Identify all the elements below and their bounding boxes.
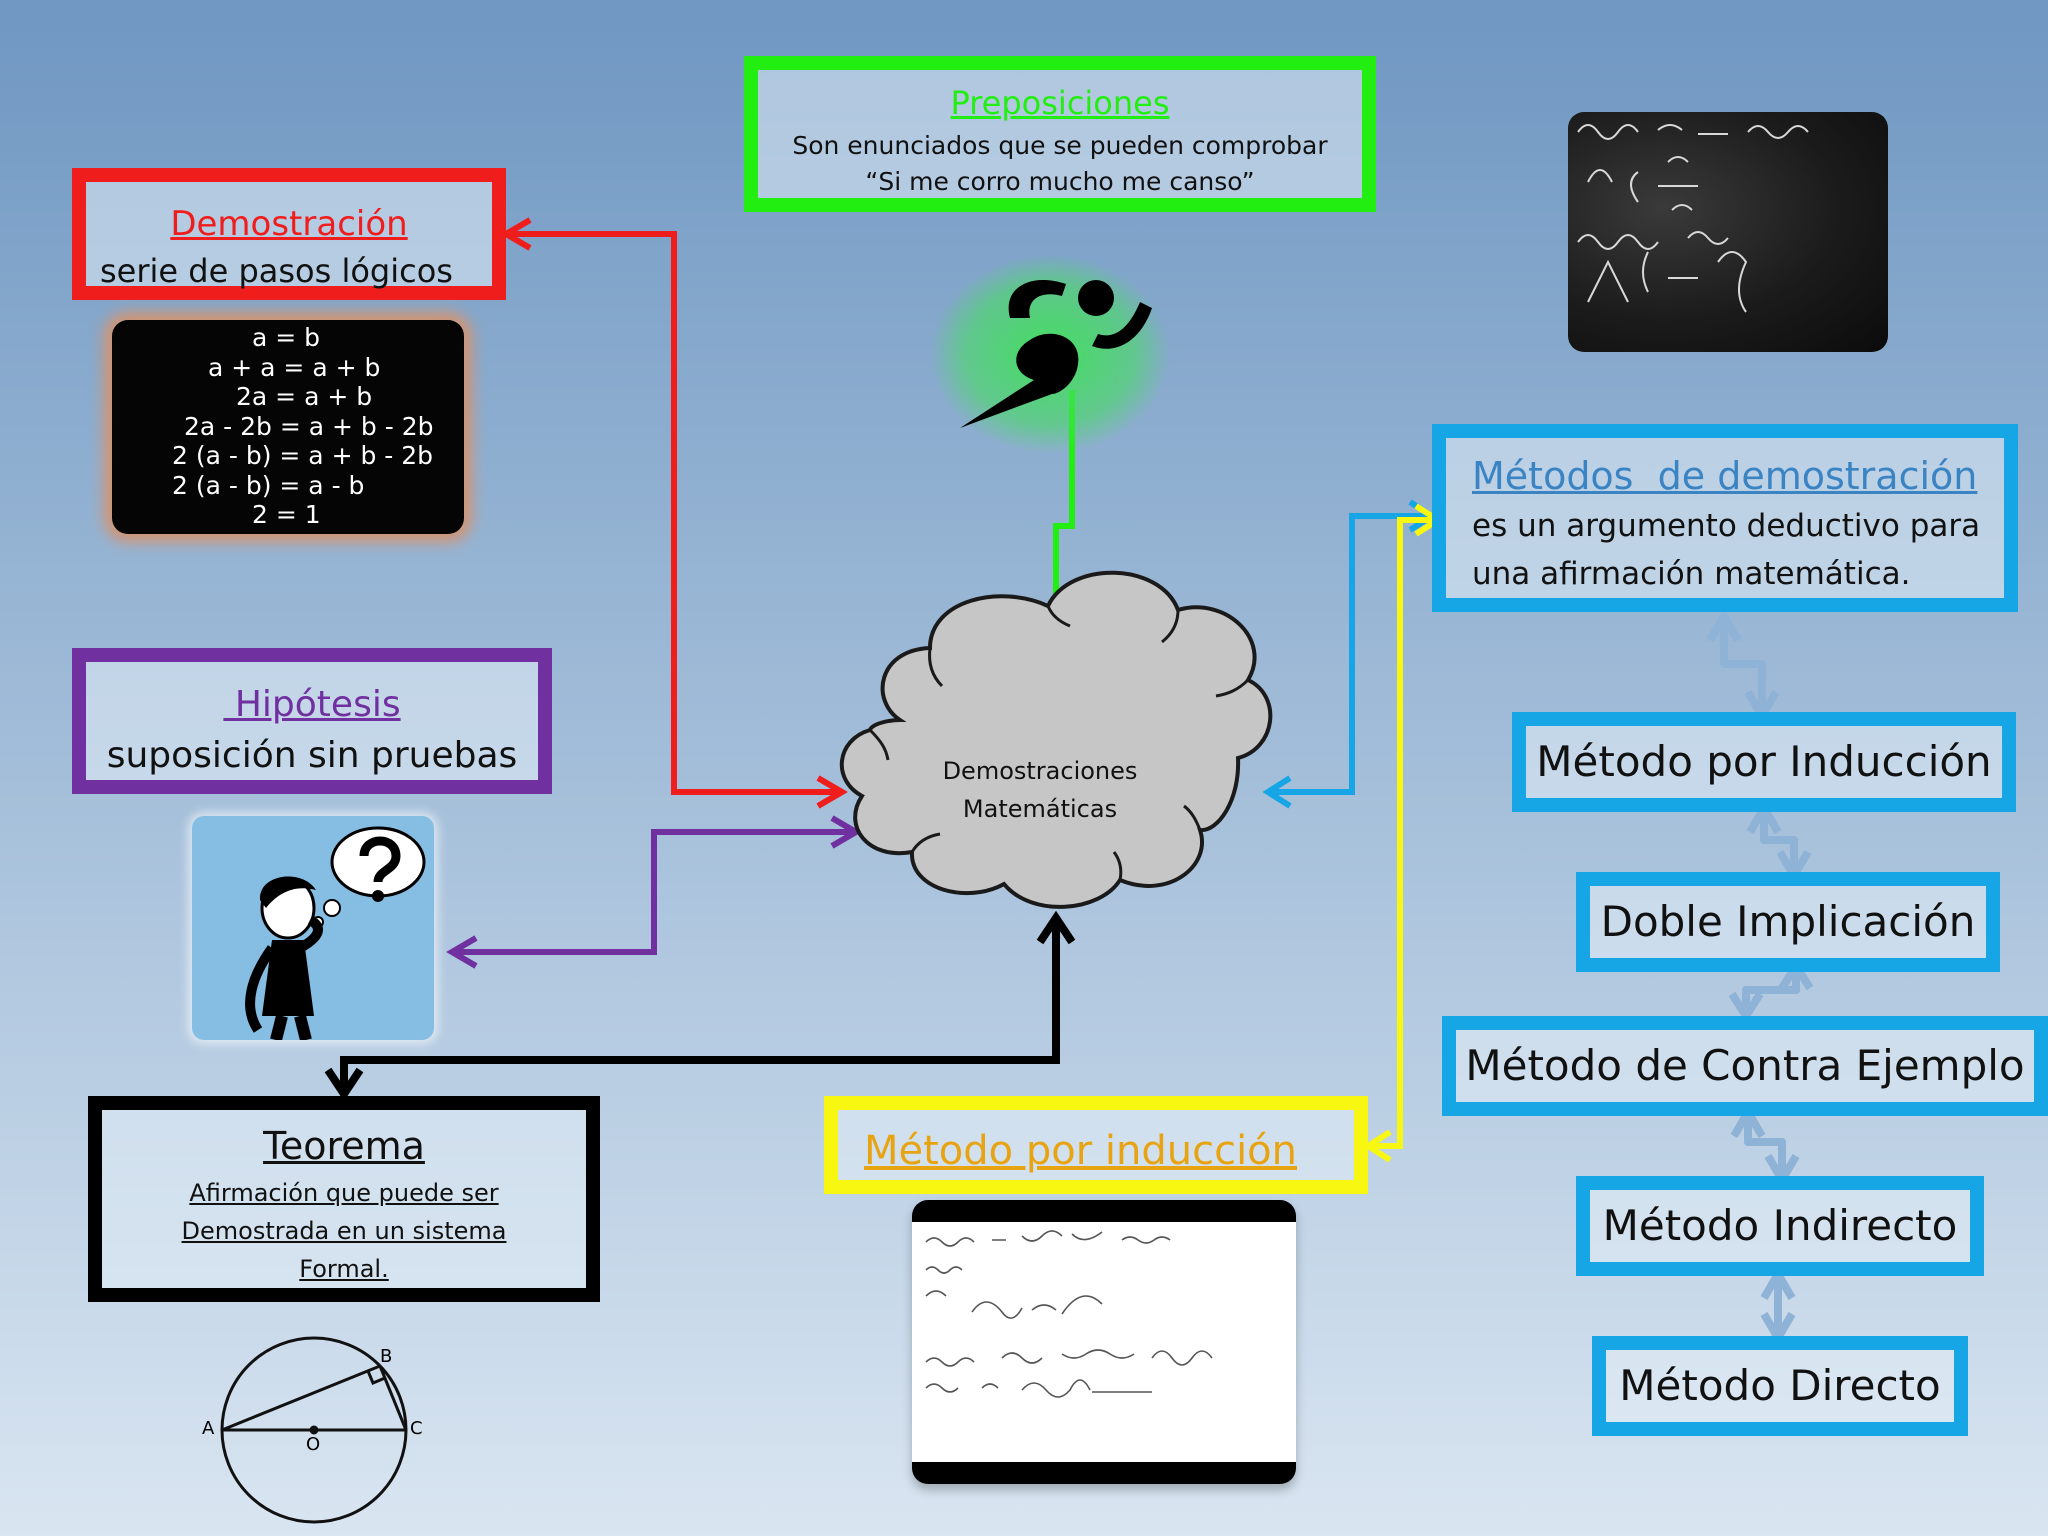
purple-connector <box>446 815 862 969</box>
equation-line: a = b <box>252 323 321 352</box>
metodos-demostracion-line1: es un argumento deductivo para <box>1472 508 1981 544</box>
handwritten-board-image <box>912 1200 1296 1484</box>
hipotesis-subtitle: suposición sin pruebas <box>106 735 518 776</box>
point-label-b: B <box>380 1346 393 1367</box>
center-label-line2: Matemáticas <box>962 795 1118 823</box>
method-directo-box: Método Directo <box>1592 1336 1968 1436</box>
method-indirecto-box: Método Indirecto <box>1576 1176 1984 1276</box>
equations-board: a = b a + a = a + b 2a = a + b 2a - 2b =… <box>112 320 464 534</box>
equation-line: 2 (a - b) = a + b - 2b <box>172 441 434 470</box>
demostracion-title: Demostración <box>170 204 408 244</box>
black-connector <box>324 910 1076 1102</box>
preposiciones-title: Preposiciones <box>950 84 1170 122</box>
point-label-a: A <box>202 1418 215 1439</box>
method-doble-implicacion-box: Doble Implicación <box>1576 872 2000 972</box>
metodo-induccion-box: Método por inducción <box>824 1096 1368 1194</box>
chalkboard-photo <box>1568 112 1888 352</box>
equation-line: 2 = 1 <box>252 500 321 529</box>
metodos-demostracion-line2: una afirmación matemática. <box>1472 556 1911 592</box>
chalk-formulas <box>1577 124 1809 313</box>
demostracion-subtitle: serie de pasos lógicos <box>100 252 453 290</box>
center-label: Demostraciones Matemáticas <box>900 752 1180 828</box>
preposiciones-line1: Son enunciados que se pueden comprobar <box>792 131 1328 160</box>
thinking-person-image <box>192 816 434 1040</box>
thinking-person-icon <box>245 826 426 1040</box>
runner-icon <box>930 254 1170 454</box>
demostracion-box: Demostración serie de pasos lógicos <box>72 168 506 300</box>
equation-line: 2 (a - b) = a - b <box>172 470 365 500</box>
teorema-line: Afirmación que puede ser <box>189 1179 499 1207</box>
teorema-line: Formal. <box>299 1255 389 1283</box>
center-label-line1: Demostraciones <box>942 757 1138 785</box>
hipotesis-box: Hipótesis suposición sin pruebas <box>72 648 552 794</box>
teorema-title: Teorema <box>263 1124 425 1168</box>
geometry-figure <box>220 1336 408 1524</box>
red-connector <box>500 217 848 809</box>
handwriting-scribbles <box>925 1230 1213 1398</box>
equation-line: 2a = a + b <box>236 382 373 411</box>
method-induccion-box: Método por Inducción <box>1512 712 2016 812</box>
teorema-line: Demostrada en un sistema <box>181 1217 507 1245</box>
teorema-box: Teorema Afirmación que puede ser Demostr… <box>88 1096 600 1302</box>
preposiciones-line2: “Si me corro mucho me canso” <box>865 167 1255 196</box>
metodo-induccion-title: Método por inducción <box>864 1128 1298 1174</box>
metodos-demostracion-title: Métodos de demostración <box>1472 454 1978 498</box>
equation-line: 2a - 2b = a + b - 2b <box>184 411 434 441</box>
preposiciones-box: Preposiciones Son enunciados que se pued… <box>744 56 1376 212</box>
blue-connector <box>1262 499 1438 809</box>
metodos-demostracion-box: Métodos de demostración es un argumento … <box>1432 424 2018 612</box>
yellow-connector <box>1362 503 1444 1163</box>
center-cloud <box>839 570 1273 909</box>
point-label-c: C <box>410 1418 423 1439</box>
equation-line: a + a = a + b <box>208 352 381 382</box>
method-contra-ejemplo-box: Método de Contra Ejemplo <box>1442 1016 2048 1116</box>
point-label-o: O <box>306 1434 321 1455</box>
hipotesis-title: Hipótesis <box>223 684 401 725</box>
